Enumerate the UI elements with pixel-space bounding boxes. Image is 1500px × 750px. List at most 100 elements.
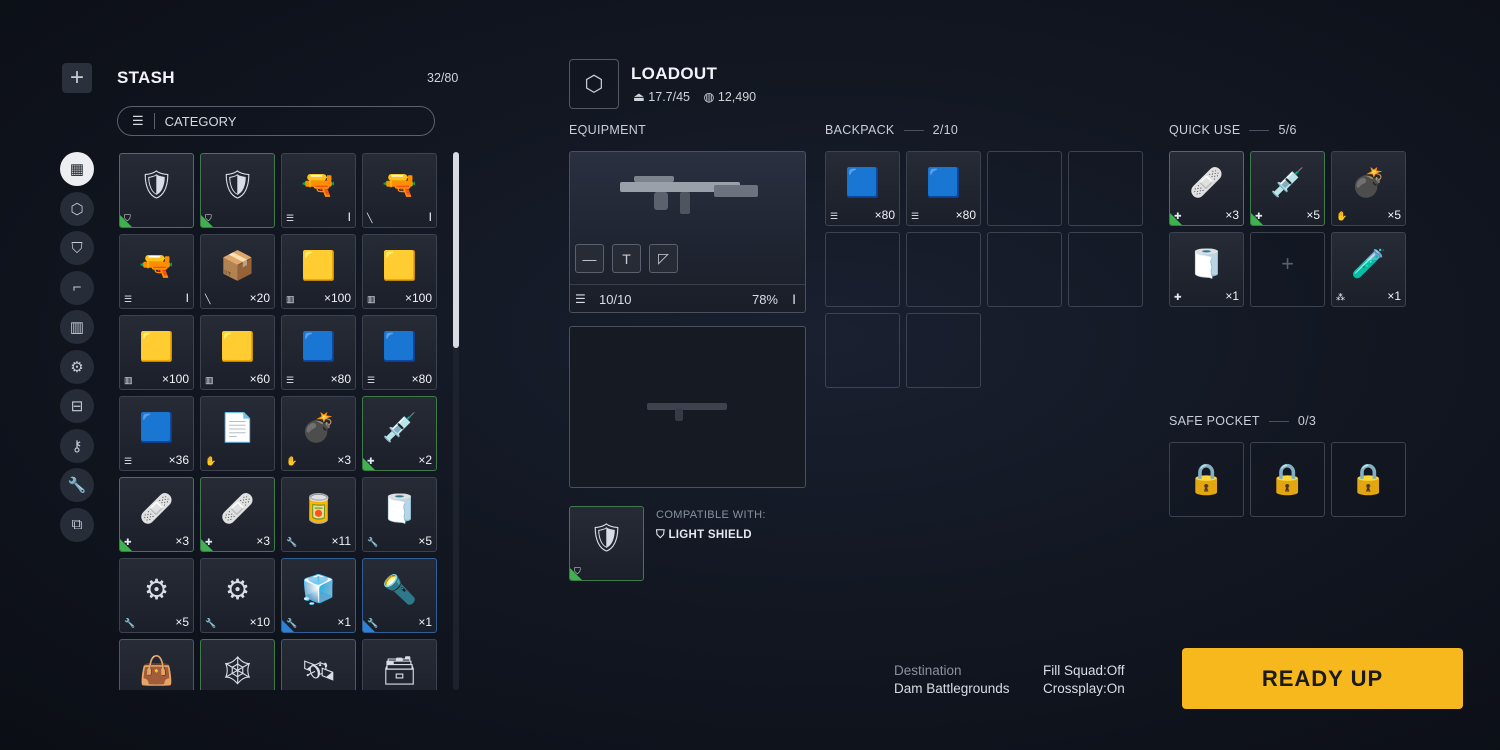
stash-item[interactable]: 🟦☰×36: [119, 396, 194, 471]
stash-item[interactable]: ⚙🔧×10: [200, 558, 275, 633]
stash-item[interactable]: 🟨▥×100: [281, 234, 356, 309]
blocks-icon[interactable]: ⧉: [60, 507, 94, 542]
stash-title: STASH: [117, 68, 175, 87]
stash-item[interactable]: 📄✋: [200, 396, 275, 471]
fill-squad-status[interactable]: Fill Squad:Off: [1043, 663, 1125, 678]
stash-item[interactable]: 🧊🔧×1: [281, 558, 356, 633]
scrap-image: ⚙: [143, 573, 170, 605]
stash-item[interactable]: 🗃: [362, 639, 437, 690]
backpack-slot[interactable]: 🟦☰×80: [825, 151, 900, 226]
backpack-slot[interactable]: [906, 313, 981, 388]
quick-use-slot[interactable]: 💉✚×5: [1250, 151, 1325, 226]
safe-pocket-grid: 🔒 🔒 🔒: [1169, 442, 1406, 517]
stash-item[interactable]: 🥫🔧×11: [281, 477, 356, 552]
item-count: ×100: [404, 291, 432, 305]
backpack-slot[interactable]: [825, 232, 900, 307]
backpack-slot[interactable]: [825, 313, 900, 388]
quick-use-slot[interactable]: 🧻✚×1: [1169, 232, 1244, 307]
stash-item[interactable]: 👜: [119, 639, 194, 690]
ammo-icon[interactable]: ▥: [60, 310, 94, 344]
primary-weapon-slot[interactable]: [569, 151, 806, 313]
backpack-slot[interactable]: [987, 232, 1062, 307]
stash-item[interactable]: 💉✚×2: [362, 396, 437, 471]
quick-use-slot[interactable]: +: [1250, 232, 1325, 307]
ammo-type-icon: ☰: [286, 375, 295, 385]
category-filter[interactable]: ☰ CATEGORY: [117, 106, 435, 136]
add-stash-button[interactable]: +: [62, 63, 92, 93]
quick-item-image: 💉: [1270, 166, 1305, 198]
stash-item[interactable]: 🟨▥×60: [200, 315, 275, 390]
quick-use-slot[interactable]: 🩹✚×3: [1169, 151, 1244, 226]
light-shield-image: 🛡: [138, 168, 175, 200]
stash-item[interactable]: 🔫☰I: [119, 234, 194, 309]
quick-item-image: 🩹: [1189, 166, 1224, 198]
stash-item[interactable]: 💣✋×3: [281, 396, 356, 471]
device-image: 🧊: [301, 573, 336, 605]
bandage-image: 🩹: [220, 492, 255, 524]
backpack-slot[interactable]: [1068, 232, 1143, 307]
stock-slot-icon[interactable]: ◸: [649, 244, 678, 273]
stash-scroll-thumb[interactable]: [453, 152, 459, 348]
backpack-slot[interactable]: 🟦☰×80: [906, 151, 981, 226]
stash-item[interactable]: 🔦🔧×1: [362, 558, 437, 633]
item-count: ×3: [256, 534, 270, 548]
stash-item[interactable]: 🛰: [281, 639, 356, 690]
backpack-slot[interactable]: [1068, 151, 1143, 226]
shield-slot[interactable]: 🛡 ⛉: [569, 506, 644, 581]
medium-ammo-image: 🟦: [382, 330, 417, 362]
item-count: I: [347, 210, 351, 224]
key-icon[interactable]: ⚷: [60, 428, 94, 463]
grid-icon[interactable]: ▦: [60, 152, 94, 186]
item-count: ×5: [1387, 208, 1401, 222]
stash-item[interactable]: 🩹✚×3: [119, 477, 194, 552]
light-ammo-image: 🟨: [220, 330, 255, 362]
secondary-weapon-slot[interactable]: [569, 326, 806, 488]
mods-icon[interactable]: ⚙: [60, 349, 94, 384]
safe-pocket-slot[interactable]: 🔒: [1169, 442, 1244, 517]
fabric-image: 🧻: [382, 492, 417, 524]
gun-icon[interactable]: ⌐: [60, 270, 94, 305]
stash-scrollbar[interactable]: [453, 152, 459, 690]
light-ammo-type-icon: ▥: [205, 375, 214, 385]
light-ammo-image: 🟨: [139, 330, 174, 362]
quick-use-slot[interactable]: 🧪⁂×1: [1331, 232, 1406, 307]
filter-icon: ☰: [132, 113, 144, 128]
ready-up-button[interactable]: READY UP: [1182, 648, 1463, 709]
backpack-slot[interactable]: [906, 232, 981, 307]
wrench-icon[interactable]: 🔧: [60, 468, 94, 502]
ammo-type-icon: ☰: [367, 375, 376, 385]
stash-item[interactable]: 🛡⛉: [119, 153, 194, 228]
item-count: ×1: [1225, 289, 1239, 303]
item-count: ×3: [1225, 208, 1239, 222]
underbarrel-slot-icon[interactable]: T: [612, 244, 641, 273]
stash-item[interactable]: 🔫☰I: [281, 153, 356, 228]
quick-use-slot[interactable]: 💣✋×5: [1331, 151, 1406, 226]
stash-item[interactable]: 🟨▥×100: [362, 234, 437, 309]
stash-item[interactable]: 🟨▥×100: [119, 315, 194, 390]
item-count: ×80: [955, 208, 976, 222]
stash-item[interactable]: ⚙🔧×5: [119, 558, 194, 633]
shield-icon[interactable]: ⛉: [60, 231, 94, 265]
bag-image: 👜: [139, 654, 174, 686]
stash-item[interactable]: 🕸: [200, 639, 275, 690]
item-count: ×1: [418, 615, 432, 629]
muzzle-slot-icon[interactable]: —: [575, 244, 604, 273]
stash-item[interactable]: 🟦☰×80: [281, 315, 356, 390]
turret-image: 🛰: [300, 654, 337, 686]
ammo-type-icon: ☰: [124, 456, 133, 466]
safe-pocket-slot[interactable]: 🔒: [1331, 442, 1406, 517]
stash-item[interactable]: 🛡⛉: [200, 153, 275, 228]
stash-item[interactable]: 📦╲×20: [200, 234, 275, 309]
backpack-slot[interactable]: [987, 151, 1062, 226]
stash-item[interactable]: 🔫╲I: [362, 153, 437, 228]
safe-pocket-slot[interactable]: 🔒: [1250, 442, 1325, 517]
toolbox-icon[interactable]: ⊟: [60, 389, 94, 423]
durability-icon: I: [792, 291, 796, 307]
loadout-emblem-icon: ⬡: [569, 59, 619, 109]
loadout-icon[interactable]: ⬡: [60, 191, 94, 226]
stash-item[interactable]: 🩹✚×3: [200, 477, 275, 552]
stash-item[interactable]: 🧻🔧×5: [362, 477, 437, 552]
crossplay-status[interactable]: Crossplay:On: [1043, 681, 1125, 696]
stash-item[interactable]: 🟦☰×80: [362, 315, 437, 390]
